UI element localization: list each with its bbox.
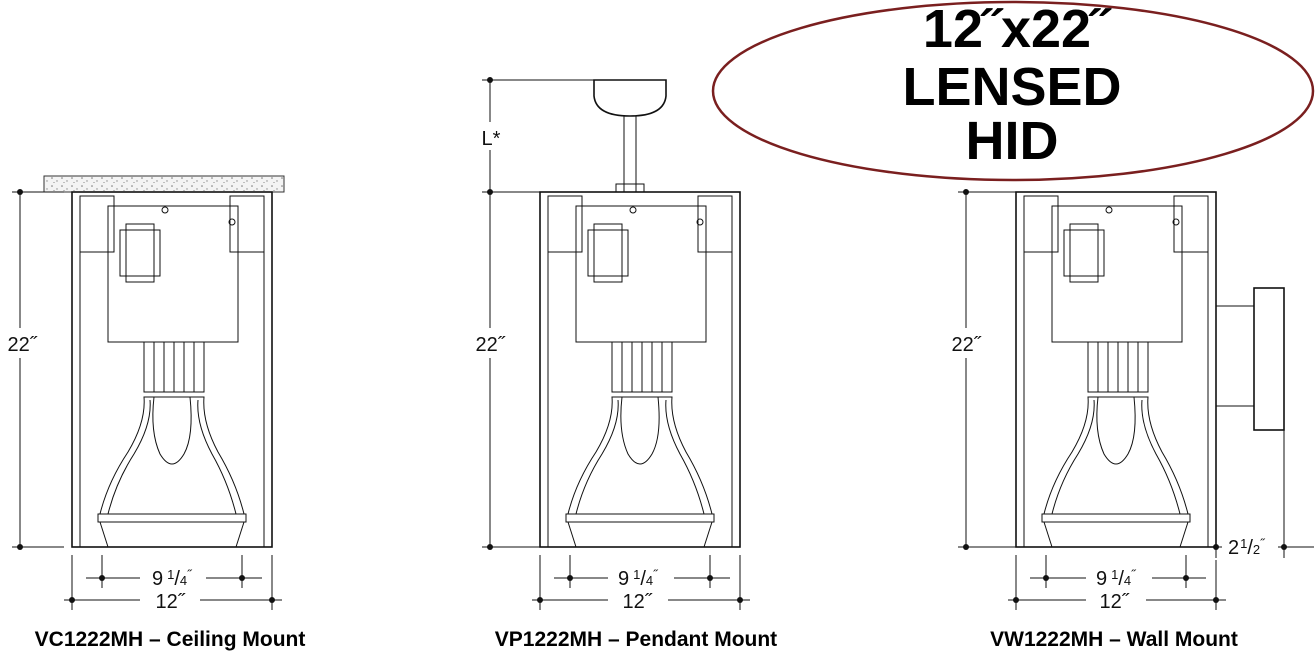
badge-hid: HID <box>966 111 1059 171</box>
pendant-luminaire <box>539 191 741 548</box>
wall-luminaire <box>1015 191 1217 548</box>
pendant-outer-width-label: 12˝ <box>623 591 653 613</box>
badge-size: 12˝x22˝ <box>923 0 1112 59</box>
ceiling-luminaire <box>71 191 273 548</box>
ceiling-height-label: 22˝ <box>8 334 38 356</box>
pendant-height-label: 22˝ <box>476 334 506 356</box>
badge-lensed: LENSED <box>902 57 1121 117</box>
product-badge: 12˝x22˝ LENSED HID <box>711 0 1315 182</box>
wall-depth-label: 21/2˝ <box>1228 536 1266 559</box>
ceiling-surface <box>43 175 285 193</box>
pendant-stem <box>623 115 637 193</box>
pendant-canopy <box>593 79 667 117</box>
ceiling-outer-width-label: 12˝ <box>156 591 186 613</box>
wall-arm <box>1215 305 1255 407</box>
badge-ring <box>711 0 1315 182</box>
wall-outer-width-label: 12˝ <box>1100 591 1130 613</box>
wall-height-label: 22˝ <box>952 334 982 356</box>
ceiling-caption: VC1222MH – Ceiling Mount <box>35 628 306 651</box>
wall-caption: VW1222MH – Wall Mount <box>990 628 1238 651</box>
pendant-stem-label: L* <box>482 128 501 150</box>
pendant-caption: VP1222MH – Pendant Mount <box>495 628 777 651</box>
wall-plate <box>1253 287 1285 431</box>
